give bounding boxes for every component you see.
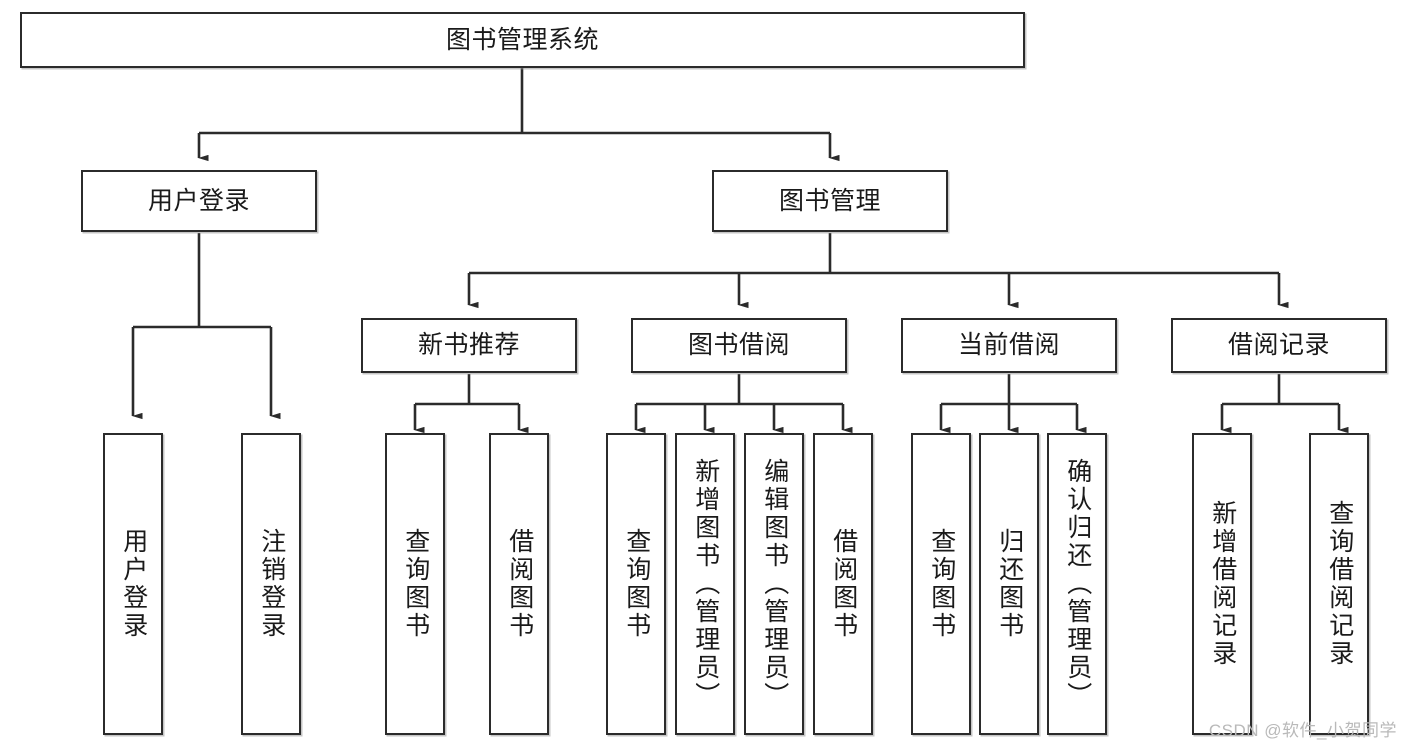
node-book-management[interactable]: 图书管理: [712, 170, 948, 232]
node-label: 当前借阅: [957, 331, 1060, 360]
node-label: 编辑图书（管理员）: [760, 458, 789, 710]
leaf-confirm-return-admin[interactable]: 确认归还（管理员）: [1047, 433, 1107, 735]
node-label: 新书推荐: [417, 331, 520, 360]
node-current-borrow[interactable]: 当前借阅: [901, 318, 1117, 373]
node-label: 用户登录: [147, 186, 250, 215]
leaf-add-borrow-record[interactable]: 新增借阅记录: [1192, 433, 1252, 735]
leaf-borrow-book[interactable]: 借阅图书: [813, 433, 873, 735]
node-user-login[interactable]: 用户登录: [81, 170, 317, 232]
node-label: 借阅图书: [505, 528, 534, 640]
node-label: 查询借阅记录: [1325, 500, 1354, 668]
leaf-edit-book-admin[interactable]: 编辑图书（管理员）: [744, 433, 804, 735]
node-label: 新增借阅记录: [1208, 500, 1237, 668]
node-label: 图书管理系统: [445, 25, 599, 54]
node-book-borrow[interactable]: 图书借阅: [631, 318, 847, 373]
node-label: 查询图书: [622, 528, 651, 640]
node-label: 查询图书: [401, 528, 430, 640]
node-label: 新增图书（管理员）: [691, 458, 720, 710]
leaf-return-book[interactable]: 归还图书: [979, 433, 1039, 735]
node-label: 注销登录: [257, 528, 286, 640]
node-label: 查询图书: [927, 528, 956, 640]
node-label: 确认归还（管理员）: [1063, 458, 1092, 710]
node-label: 借阅图书: [829, 528, 858, 640]
leaf-query-book-current[interactable]: 查询图书: [911, 433, 971, 735]
node-label: 归还图书: [995, 528, 1024, 640]
node-new-book-recommend[interactable]: 新书推荐: [361, 318, 577, 373]
leaf-query-borrow-record[interactable]: 查询借阅记录: [1309, 433, 1369, 735]
leaf-query-book-new[interactable]: 查询图书: [385, 433, 445, 735]
leaf-query-book-borrow[interactable]: 查询图书: [606, 433, 666, 735]
leaf-borrow-book-new[interactable]: 借阅图书: [489, 433, 549, 735]
node-label: 用户登录: [119, 528, 148, 640]
leaf-add-book-admin[interactable]: 新增图书（管理员）: [675, 433, 735, 735]
node-label: 借阅记录: [1227, 331, 1330, 360]
node-borrow-record[interactable]: 借阅记录: [1171, 318, 1387, 373]
leaf-logout[interactable]: 注销登录: [241, 433, 301, 735]
node-label: 图书管理: [778, 186, 881, 215]
leaf-user-login[interactable]: 用户登录: [103, 433, 163, 735]
node-label: 图书借阅: [687, 331, 790, 360]
node-root-book-management-system[interactable]: 图书管理系统: [20, 12, 1025, 68]
watermark-text: CSDN @软件_小贺同学: [1208, 721, 1397, 740]
